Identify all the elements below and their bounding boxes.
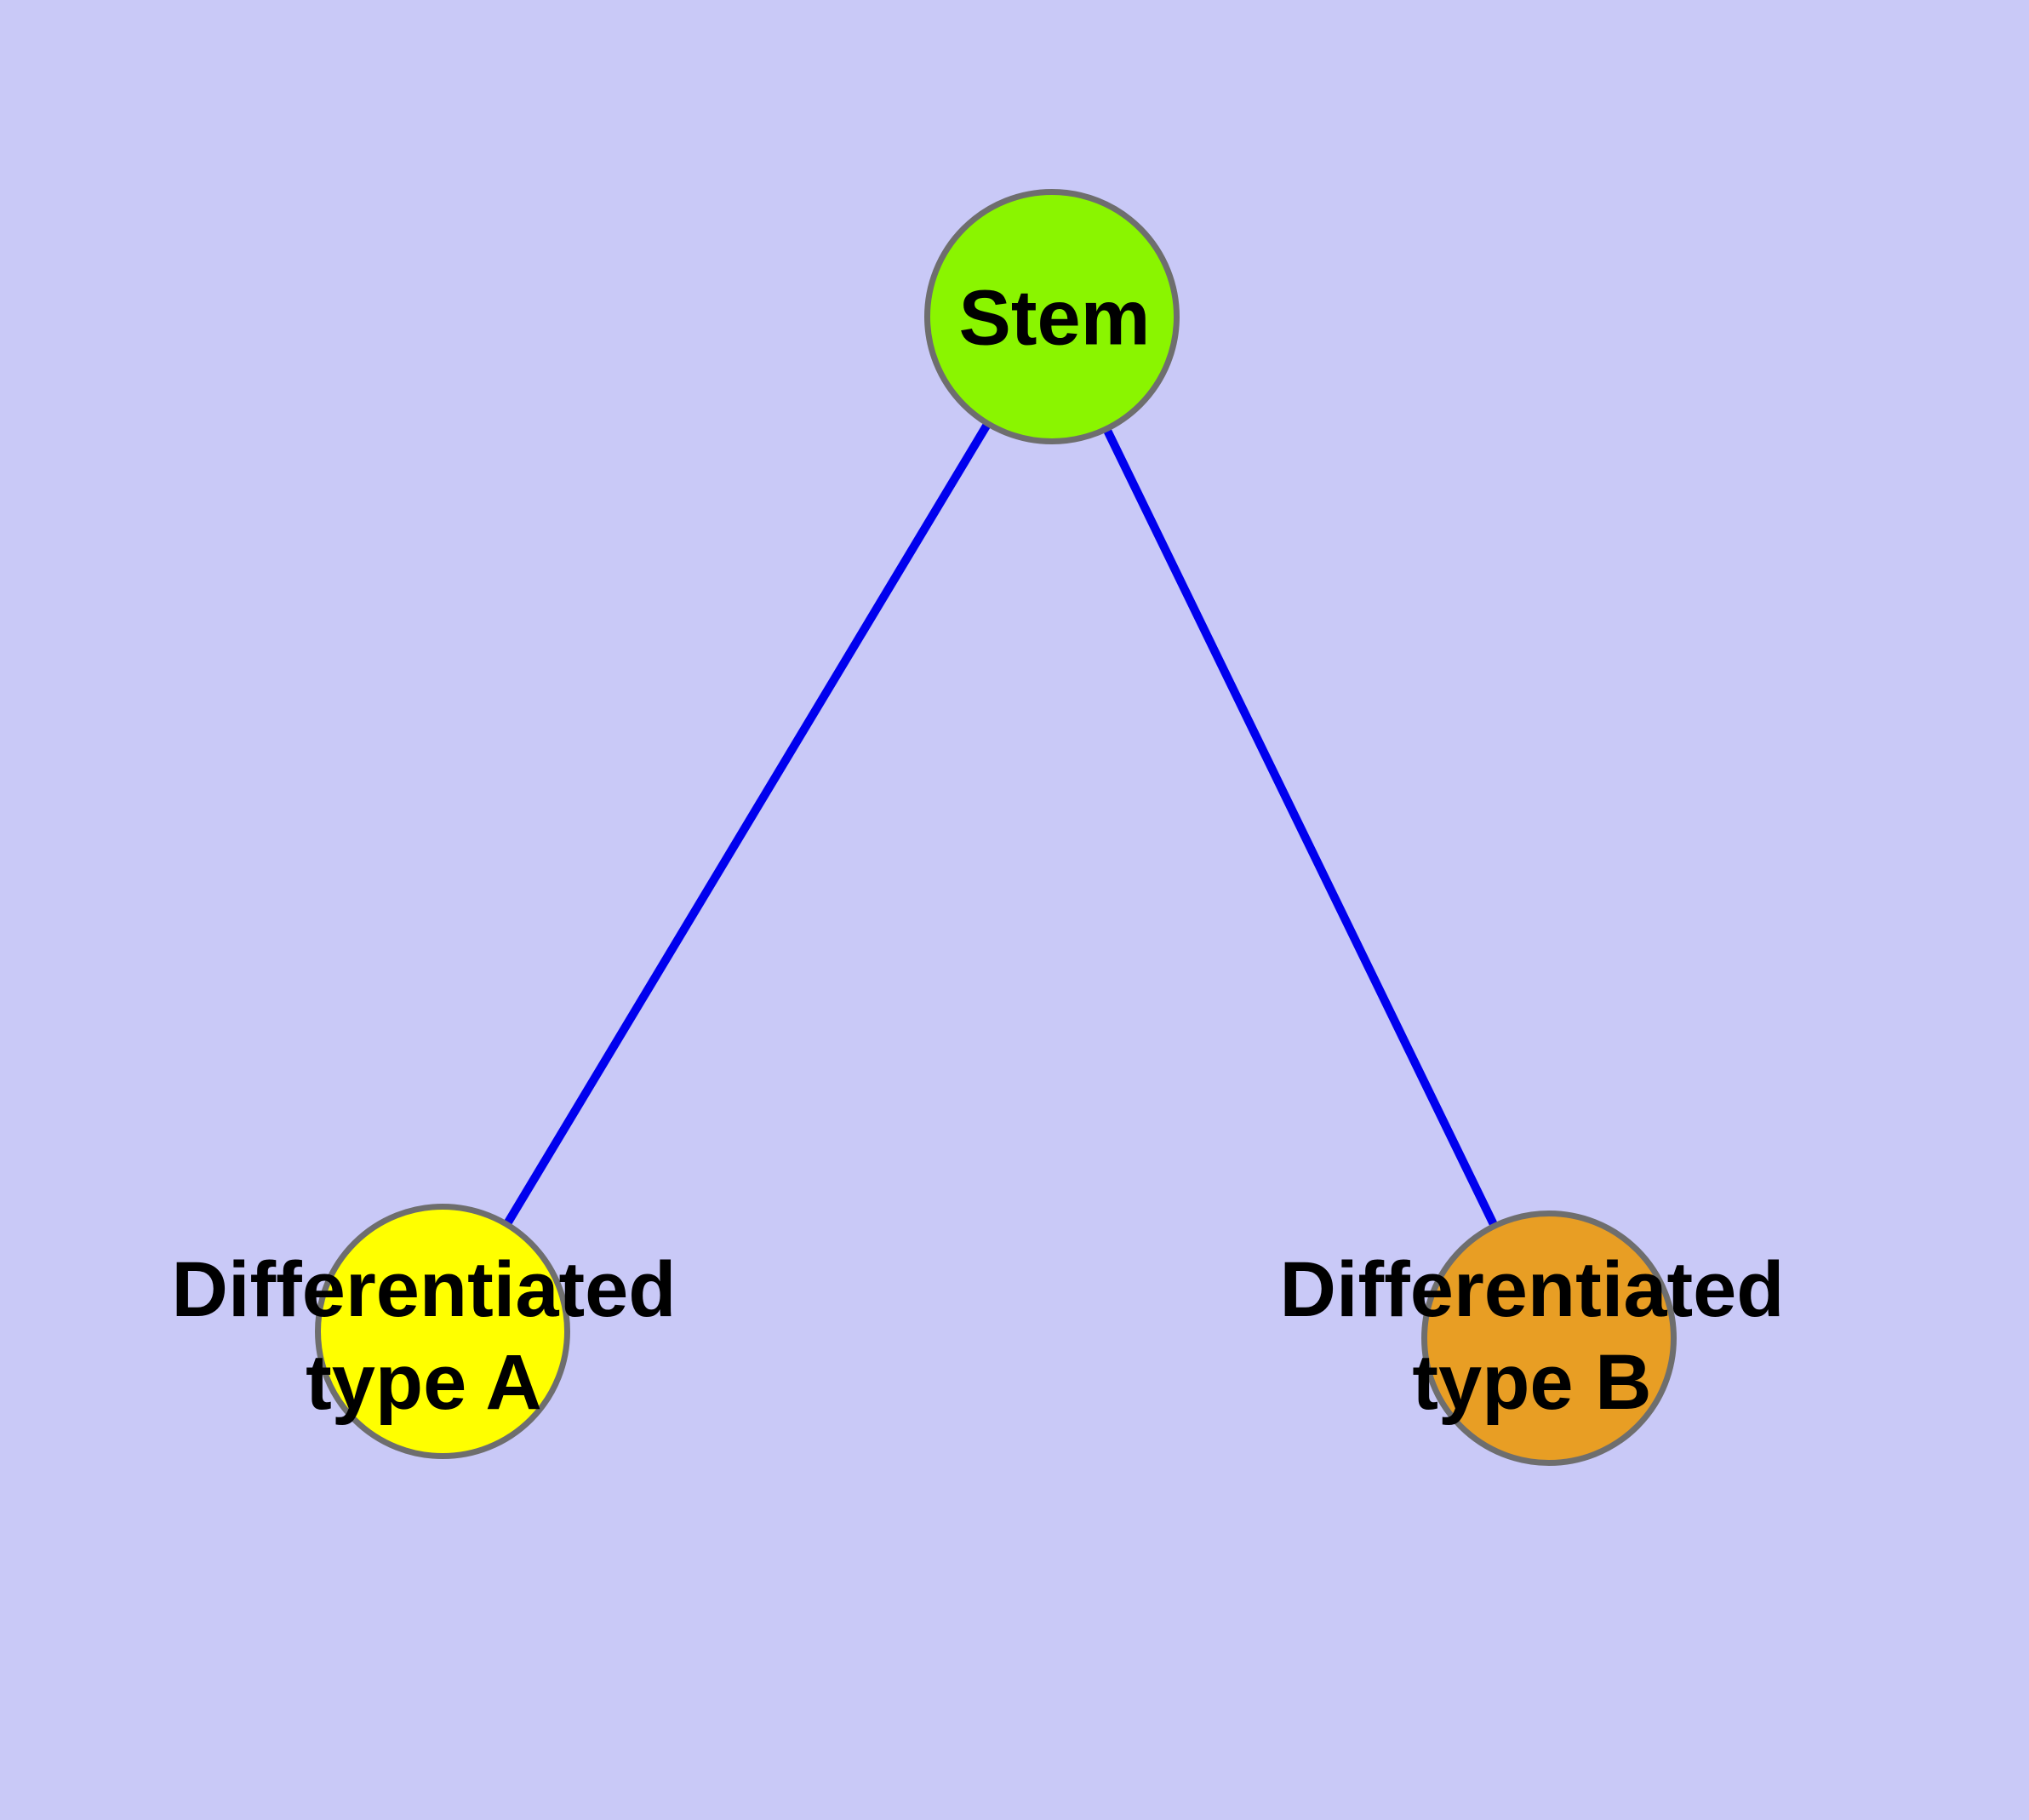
node-type-a-label-line2: type A	[306, 1339, 542, 1426]
node-stem-circle	[924, 189, 1180, 444]
node-type-b-label-line2: type B	[1412, 1339, 1652, 1426]
edge-stem-to-type-a	[438, 314, 1056, 1334]
node-type-a-circle	[315, 1204, 570, 1459]
node-type-b-circle	[1421, 1210, 1677, 1466]
edge-stem-to-type-b	[1048, 314, 1553, 1341]
node-type-a-label: Differentiated type A	[172, 1244, 677, 1429]
node-type-b-label: Differentiated type B	[1280, 1244, 1785, 1429]
node-type-b-label-line1: Differentiated	[1279, 1246, 1785, 1333]
node-stem-label: Stem	[958, 274, 1151, 362]
node-type-a-label-line1: Differentiated	[171, 1246, 677, 1333]
